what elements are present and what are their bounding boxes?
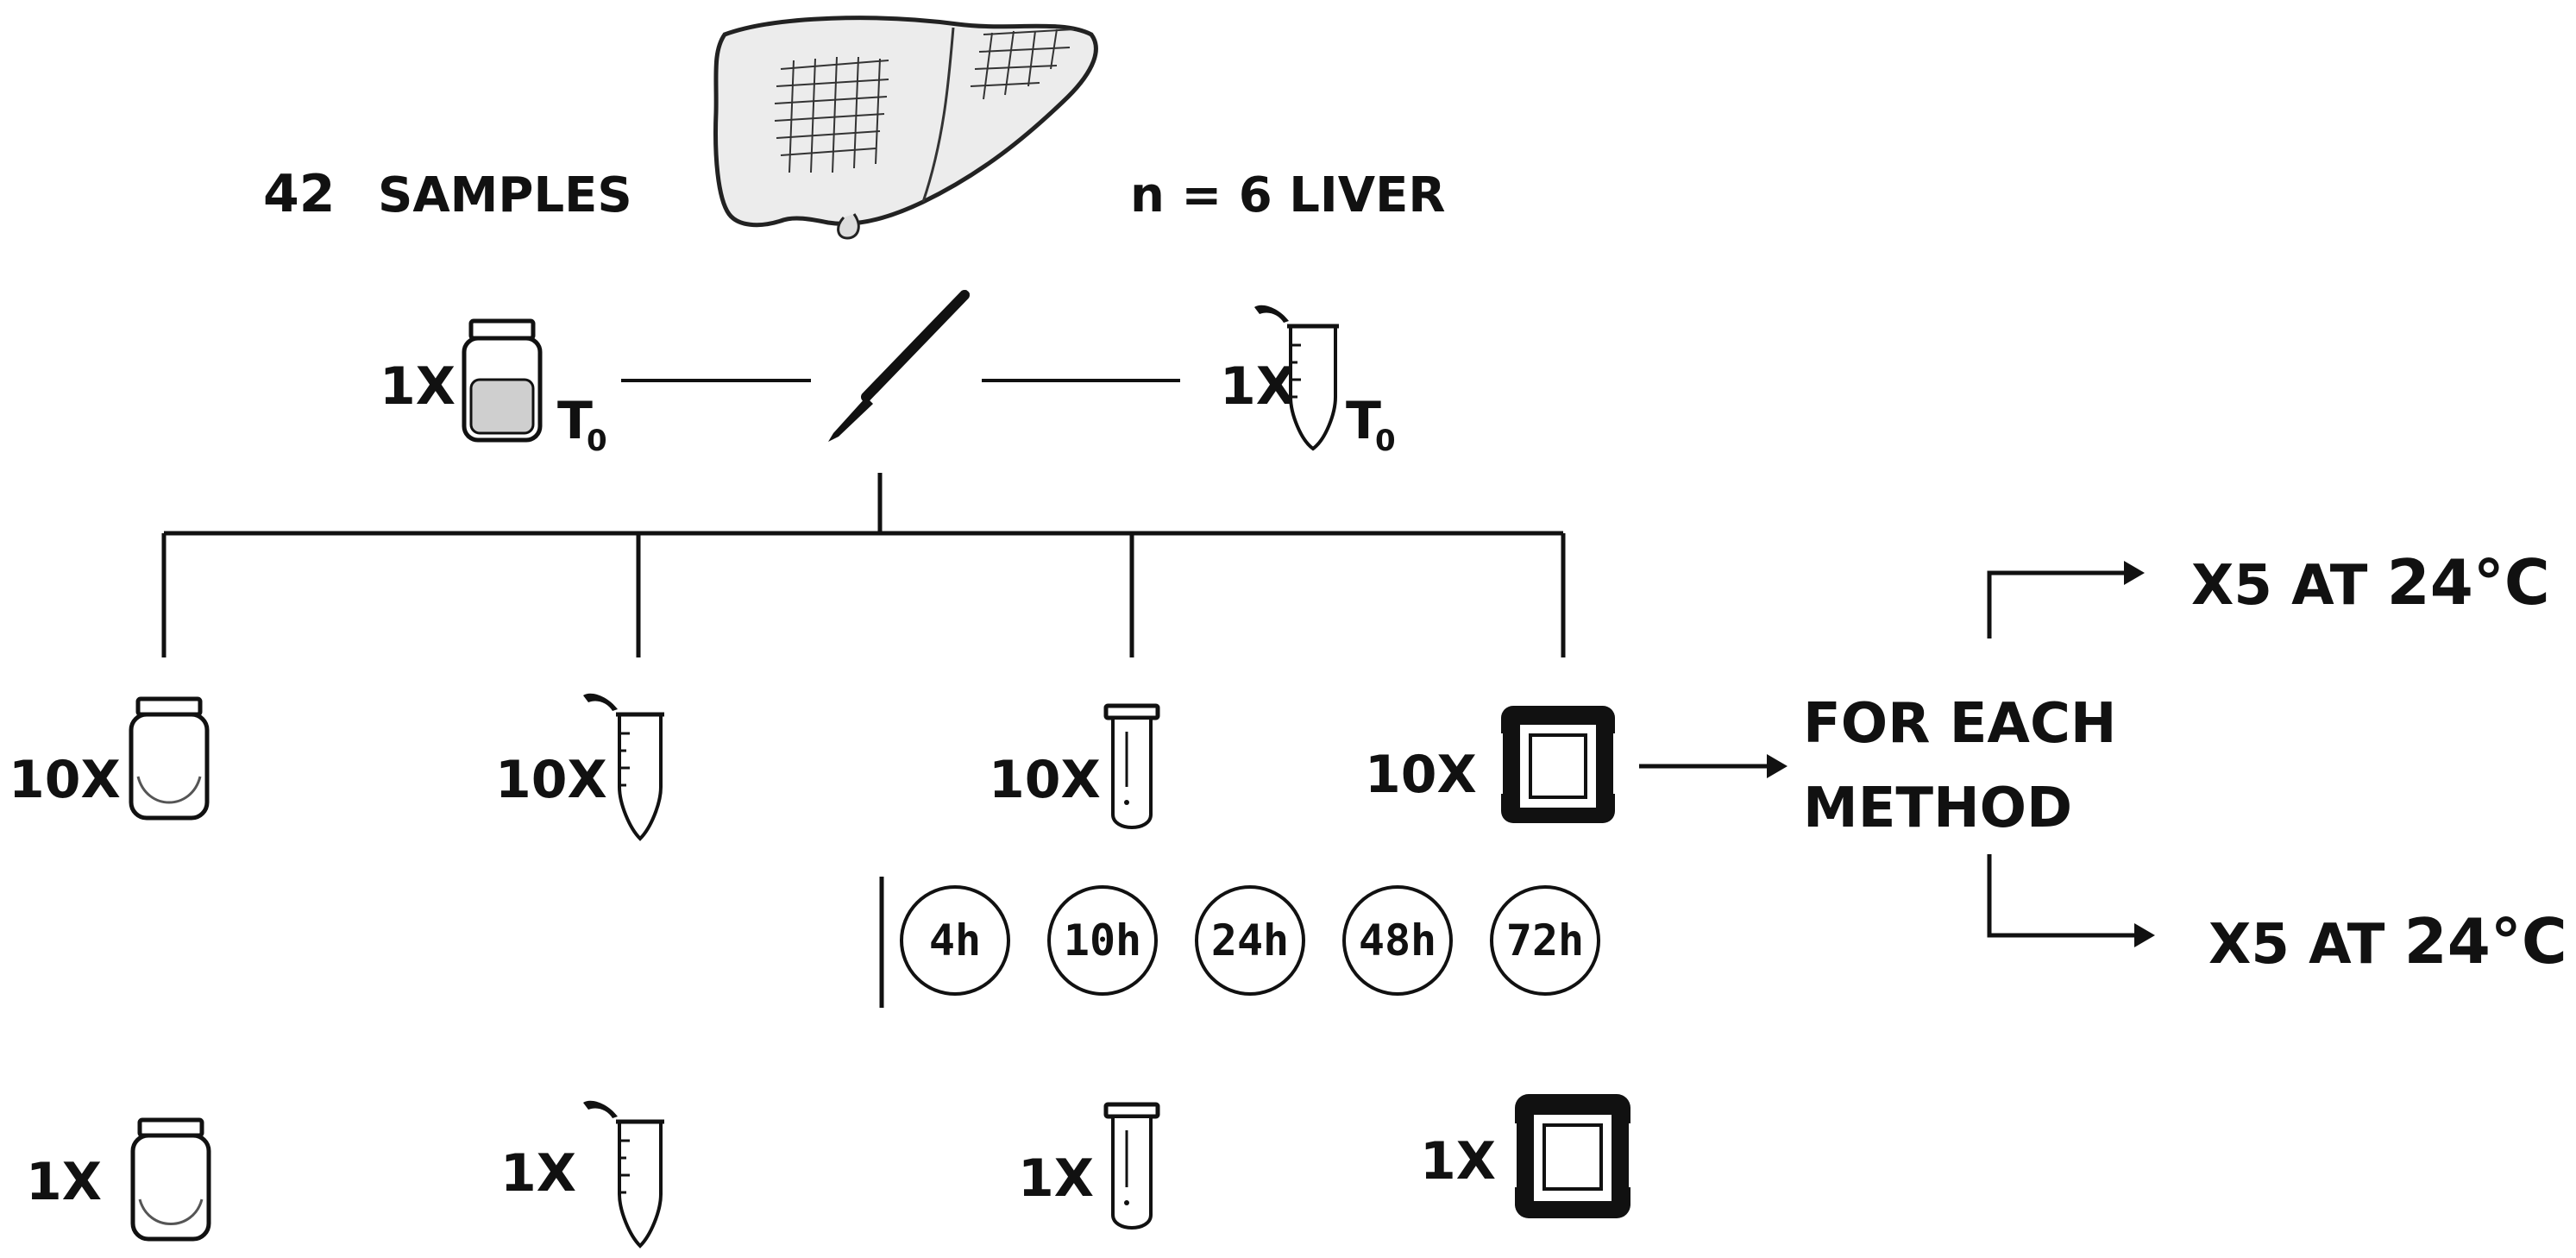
- baseline-right-count: 1X: [1220, 356, 1296, 417]
- lower-condition: X5 AT 24°C: [2208, 905, 2567, 978]
- method-jar-count: 10X: [9, 750, 121, 810]
- method-cassette-count: 10X: [1365, 745, 1477, 805]
- timepoint-4h: 4h: [900, 885, 1010, 996]
- upper-condition: X5 AT 24°C: [2191, 546, 2550, 619]
- samples-count: 42: [263, 164, 336, 224]
- jar-icon: [130, 1117, 211, 1242]
- test-tube-icon: [1103, 1102, 1160, 1230]
- timepoint-row: 4h 10h 24h 48h 72h: [900, 885, 1600, 996]
- timepoint-10h: 10h: [1047, 885, 1158, 996]
- timepoint-circle: [900, 885, 1010, 996]
- control-cassette-count: 1X: [1420, 1131, 1496, 1192]
- cassette-icon: [1491, 706, 1625, 823]
- timepoint-label: 10h: [1064, 915, 1141, 966]
- timepoint-label: 24h: [1211, 915, 1289, 966]
- timepoint-label: 4h: [929, 915, 981, 966]
- for-each-line2: METHOD: [1803, 777, 2072, 840]
- test-tube-icon: [1103, 703, 1160, 829]
- lower-branch-line: [1987, 854, 2134, 938]
- baseline-right-t: T: [1346, 391, 1381, 451]
- timepoint-circle: [1490, 885, 1600, 996]
- lower-condition-prefix: X5 AT: [2208, 913, 2404, 977]
- timepoint-circle: [1047, 885, 1158, 996]
- timepoint-label: 48h: [1359, 915, 1436, 966]
- control-tube-count: 1X: [1018, 1148, 1094, 1209]
- control-jar-count: 1X: [26, 1152, 102, 1212]
- lower-condition-temp: 24°C: [2404, 905, 2567, 978]
- upper-branch-line: [1987, 570, 2124, 638]
- timepoint-48h: 48h: [1342, 885, 1453, 996]
- baseline-right-sub: 0: [1375, 424, 1396, 458]
- eppendorf-tube-icon: [1254, 305, 1339, 451]
- baseline-left-sub: 0: [587, 424, 607, 458]
- baseline-left-t: T: [557, 391, 593, 451]
- baseline-left-count: 1X: [380, 356, 456, 417]
- cassette-icon: [1505, 1094, 1641, 1218]
- arrow-head-icon: [1767, 754, 1787, 778]
- arrow-head-icon: [2124, 561, 2145, 585]
- timepoint-72h: 72h: [1490, 885, 1600, 996]
- timepoint-label: 72h: [1506, 915, 1584, 966]
- timepoint-circle: [1195, 885, 1305, 996]
- control-eppendorf-count: 1X: [500, 1143, 576, 1204]
- method-eppendorf-count: 10X: [495, 750, 607, 810]
- upper-condition-temp: 24°C: [2387, 546, 2550, 619]
- branch-tree: [161, 473, 1566, 657]
- jar-icon: [462, 318, 543, 443]
- timepoint-circle: [1342, 885, 1453, 996]
- samples-label: SAMPLES: [378, 167, 632, 223]
- jar-icon: [129, 696, 210, 821]
- liver-icon: [713, 16, 1098, 240]
- eppendorf-tube-icon: [583, 693, 664, 841]
- method-tube-count: 10X: [989, 750, 1101, 810]
- timepoint-24h: 24h: [1195, 885, 1305, 996]
- upper-condition-prefix: X5 AT: [2191, 554, 2387, 618]
- for-each-line1: FOR EACH: [1803, 692, 2116, 756]
- n-liver-label: n = 6 LIVER: [1130, 167, 1445, 223]
- eppendorf-tube-icon: [583, 1100, 664, 1249]
- scalpel-icon: [828, 289, 971, 442]
- arrow-head-icon: [2134, 923, 2155, 947]
